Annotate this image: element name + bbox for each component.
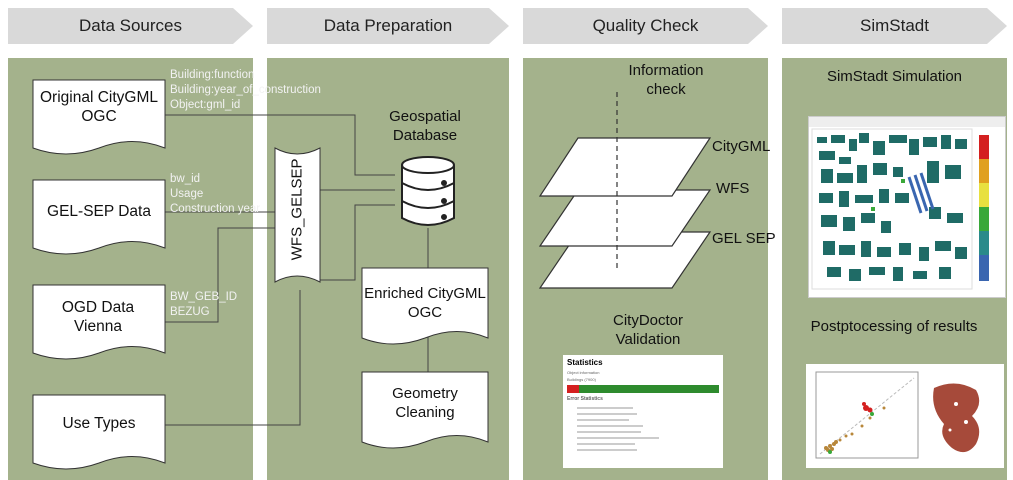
postprocessing-label: Postptocessing of results	[810, 318, 978, 335]
gelsep-attributes: bw_id Usage Construction year	[170, 172, 260, 217]
layer-stack	[538, 137, 712, 289]
simulation-map	[809, 117, 1005, 290]
wfs-label: WFS_GELSEP	[288, 158, 306, 261]
header-simstadt: SimStadt	[782, 8, 1007, 44]
layer-label-gelsep: GEL SEP	[712, 230, 776, 247]
info-check-label: Information check	[628, 62, 704, 98]
stats-bar-ok	[579, 385, 719, 393]
usetypes-label: Use Types	[62, 415, 136, 432]
attr-item: Building:function	[170, 69, 255, 81]
stats-error-list	[577, 407, 659, 451]
postprocessing-screenshot	[806, 364, 1004, 468]
header-data-preparation: Data Preparation	[267, 8, 509, 44]
scatter-points	[824, 406, 886, 452]
ogd-label: OGD Data Vienna	[61, 299, 135, 336]
ogd-attributes: BW_GEB_ID BEZUG	[170, 290, 237, 320]
layer-citygml	[538, 137, 712, 197]
attr-item: Construction year	[170, 203, 261, 215]
attr-item: Building:year_of_construction	[170, 84, 321, 96]
district-map	[933, 383, 980, 453]
cleaning-label: Geometry Cleaning	[392, 385, 458, 421]
stats-title: Statistics	[567, 358, 603, 367]
header-label: Quality Check	[592, 16, 699, 35]
header-label: Data Preparation	[323, 16, 453, 35]
stats-line: Object information	[567, 370, 600, 375]
stats-errors-title: Error Statistics	[567, 396, 603, 402]
header-label: Data Sources	[79, 16, 182, 35]
gelsep-label: GEL-SEP Data	[47, 203, 151, 220]
shape-wfs	[274, 147, 321, 283]
database-label: Geospatial Database	[389, 108, 461, 144]
enriched-label: Enriched CityGML OGC	[364, 285, 486, 321]
doc-cleaning	[361, 371, 489, 449]
attr-item: Usage	[170, 188, 204, 200]
doc-enriched	[361, 267, 489, 345]
doc-citygml	[32, 79, 166, 155]
header-data-sources: Data Sources	[8, 8, 253, 44]
header-label: SimStadt	[860, 16, 929, 35]
citygml-label: Original CityGML OGC	[40, 89, 158, 126]
layer-label-wfs: WFS	[716, 180, 750, 197]
citydoctor-label: CityDoctor Validation	[612, 312, 683, 348]
stats-bar	[567, 385, 719, 393]
layer-label-citygml: CityGML	[712, 138, 771, 155]
citygml-attributes: Building:function Building:year_of_const…	[170, 68, 321, 113]
attr-item: BEZUG	[170, 306, 210, 318]
attr-item: BW_GEB_ID	[170, 291, 238, 303]
header-quality-check: Quality Check	[523, 8, 768, 44]
attr-item: bw_id	[170, 173, 201, 185]
simulation-map-screenshot	[808, 116, 1006, 298]
stats-line: Buildings (7900)	[567, 377, 596, 382]
citydoctor-statistics-panel: Statistics Object information Buildings …	[563, 355, 723, 468]
attr-item: Object:gml_id	[170, 99, 241, 111]
stats-bar-error	[567, 385, 580, 393]
simulation-label: SimStadt Simulation	[826, 68, 963, 85]
color-scale	[979, 135, 989, 281]
doc-usetypes	[32, 394, 166, 470]
highlighted-buildings	[907, 172, 935, 214]
database-icon	[401, 156, 455, 226]
doc-ogd	[32, 284, 166, 360]
postprocessing-plots	[815, 371, 980, 459]
building-footprints	[817, 133, 967, 281]
doc-gelsep	[32, 179, 166, 255]
